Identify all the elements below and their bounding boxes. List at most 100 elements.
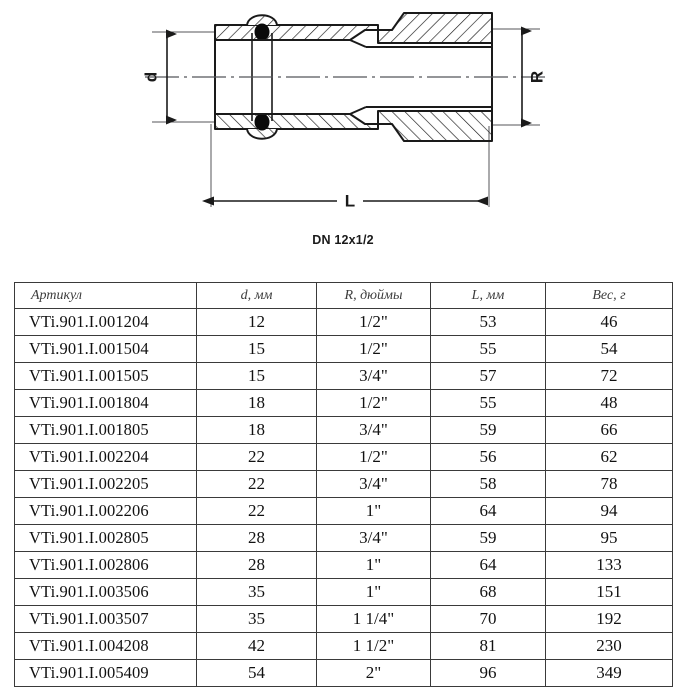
cell-article: VTi.901.I.002806 <box>14 551 197 579</box>
cell-diameter: 22 <box>196 497 317 525</box>
cell-article: VTi.901.I.005409 <box>14 659 197 687</box>
thread-crest-lines <box>404 12 492 142</box>
cell-length: 96 <box>430 659 546 687</box>
column-header-length: L, мм <box>430 282 546 309</box>
cell-thread: 1" <box>316 497 431 525</box>
cell-thread: 1/2" <box>316 308 431 336</box>
upper-thread-wall <box>377 12 493 44</box>
cell-thread: 3/4" <box>316 416 431 444</box>
cell-weight: 66 <box>545 416 673 444</box>
cell-length: 58 <box>430 470 546 498</box>
cell-weight: 95 <box>545 524 673 552</box>
cell-length: 64 <box>430 551 546 579</box>
dimension-d: d <box>141 29 177 125</box>
cell-thread: 3/4" <box>316 470 431 498</box>
cell-weight: 78 <box>545 470 673 498</box>
cell-diameter: 28 <box>196 551 317 579</box>
lower-bead-fill <box>247 129 277 138</box>
cell-length: 53 <box>430 308 546 336</box>
dimension-R: R <box>521 26 546 128</box>
cell-length: 55 <box>430 335 546 363</box>
cell-diameter: 15 <box>196 335 317 363</box>
dn-size-caption: DN 12x1/2 <box>312 233 374 247</box>
cell-diameter: 18 <box>196 416 317 444</box>
cell-weight: 133 <box>545 551 673 579</box>
table-header-row: Артикул d, мм R, дюймы L, мм Вес, г <box>14 282 673 309</box>
specification-table: Артикул d, мм R, дюймы L, мм Вес, г VTi.… <box>14 282 673 687</box>
cell-article: VTi.901.I.003507 <box>14 605 197 633</box>
bore-outline <box>215 39 492 115</box>
dimension-L: L <box>202 191 488 210</box>
cell-thread: 3/4" <box>316 362 431 390</box>
column-header-weight: Вес, г <box>545 282 673 309</box>
cell-length: 55 <box>430 389 546 417</box>
column-header-thread: R, дюймы <box>316 282 431 309</box>
cell-diameter: 42 <box>196 632 317 660</box>
cell-diameter: 22 <box>196 470 317 498</box>
cell-thread: 1/2" <box>316 389 431 417</box>
column-header-article: Артикул <box>14 282 197 309</box>
column-header-diameter: d, мм <box>196 282 317 309</box>
dimension-L-label: L <box>345 191 355 210</box>
cell-diameter: 18 <box>196 389 317 417</box>
upper-bead-fill <box>247 16 277 25</box>
cell-length: 59 <box>430 524 546 552</box>
technical-drawing: d R L DN 12x1/2 <box>0 0 686 265</box>
lower-oring-seal <box>254 113 270 131</box>
cell-weight: 349 <box>545 659 673 687</box>
cell-article: VTi.901.I.002805 <box>14 524 197 552</box>
cell-length: 81 <box>430 632 546 660</box>
cell-diameter: 15 <box>196 362 317 390</box>
cell-diameter: 22 <box>196 443 317 471</box>
cell-article: VTi.901.I.001504 <box>14 335 197 363</box>
cell-thread: 1 1/4" <box>316 605 431 633</box>
cell-weight: 192 <box>545 605 673 633</box>
cell-article: VTi.901.I.002204 <box>14 443 197 471</box>
cell-thread: 1" <box>316 551 431 579</box>
cell-diameter: 35 <box>196 605 317 633</box>
cell-article: VTi.901.I.001804 <box>14 389 197 417</box>
cell-article: VTi.901.I.003506 <box>14 578 197 606</box>
cell-weight: 151 <box>545 578 673 606</box>
cell-thread: 1/2" <box>316 443 431 471</box>
upper-oring-seal <box>254 23 270 41</box>
cell-length: 64 <box>430 497 546 525</box>
dimension-d-label: d <box>141 72 160 82</box>
cell-weight: 94 <box>545 497 673 525</box>
cell-thread: 1" <box>316 578 431 606</box>
cell-weight: 230 <box>545 632 673 660</box>
lower-socket-wall <box>214 113 379 130</box>
cell-thread: 3/4" <box>316 524 431 552</box>
cell-article: VTi.901.I.004208 <box>14 632 197 660</box>
cell-weight: 48 <box>545 389 673 417</box>
fitting-drawing-svg: d R L <box>141 12 546 210</box>
cell-weight: 62 <box>545 443 673 471</box>
cell-thread: 1/2" <box>316 335 431 363</box>
lower-thread-wall <box>377 110 493 142</box>
cell-length: 57 <box>430 362 546 390</box>
cell-weight: 54 <box>545 335 673 363</box>
cell-thread: 1 1/2" <box>316 632 431 660</box>
cell-length: 56 <box>430 443 546 471</box>
cell-length: 70 <box>430 605 546 633</box>
specification-table-container: Артикул d, мм R, дюймы L, мм Вес, г VTi.… <box>14 282 673 687</box>
fitting-body <box>214 12 493 142</box>
cell-article: VTi.901.I.001204 <box>14 308 197 336</box>
dimension-R-label: R <box>527 71 546 83</box>
cell-diameter: 54 <box>196 659 317 687</box>
